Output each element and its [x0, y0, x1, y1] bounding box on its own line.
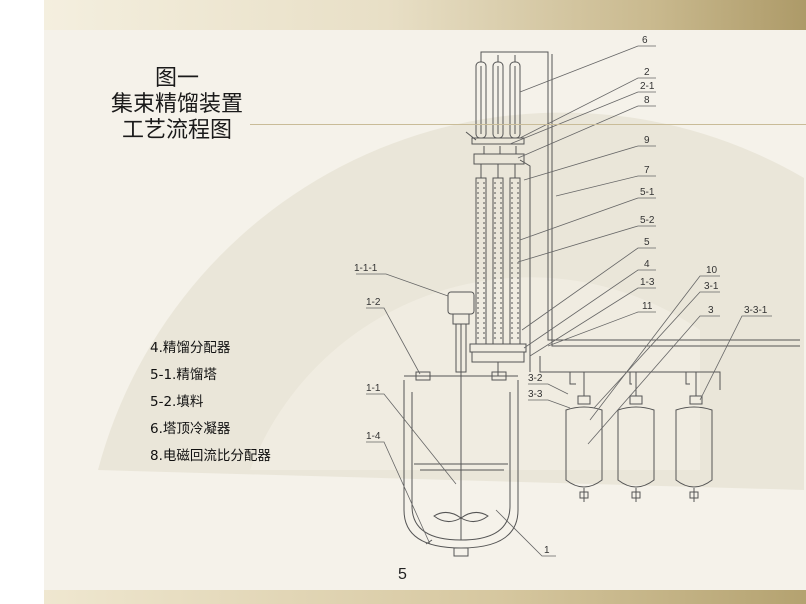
title-line-1: 图一: [154, 66, 199, 91]
callout-7: 7: [644, 165, 650, 176]
callout-3-3-1: 3-3-1: [744, 305, 768, 316]
leader-lines: [356, 45, 772, 557]
legend-item: 6.塔顶冷凝器: [150, 421, 231, 437]
callout-5-1: 5-1: [640, 187, 655, 198]
legend-item: 5-2.填料: [150, 394, 204, 410]
page-number: 5: [398, 566, 407, 583]
callout-11: 11: [642, 301, 653, 312]
left-margin-strip: [0, 0, 44, 604]
callout-2-1: 2-1: [640, 81, 655, 92]
callout-1-1-1: 1-1-1: [354, 263, 378, 274]
title-divider: [250, 124, 806, 125]
page-title: 图一 集束精馏装置 工艺流程图: [92, 66, 262, 144]
callout-2: 2: [644, 67, 650, 78]
callout-6: 6: [642, 35, 648, 46]
product-receivers: [539, 356, 721, 502]
callout-1: 1: [544, 545, 550, 556]
fan-inner: [250, 277, 700, 470]
callout-1-3: 1-3: [640, 277, 655, 288]
packed-columns: [469, 164, 527, 376]
callout-10: 10: [706, 265, 718, 276]
callout-9: 9: [644, 135, 650, 146]
top-condensers: [475, 51, 800, 347]
callout-4: 4: [644, 259, 650, 270]
reflux-splitter: [465, 131, 531, 372]
callout-8: 8: [644, 95, 650, 106]
callout-3: 3: [708, 305, 714, 316]
component-legend: 4.精馏分配器 5-1.精馏塔 5-2.填料 6.塔顶冷凝器 8.电磁回流比分配…: [150, 338, 271, 473]
callout-1-4: 1-4: [366, 431, 381, 442]
legend-item: 8.电磁回流比分配器: [150, 448, 271, 464]
bottom-decorative-band: [44, 590, 806, 604]
callout-3-2: 3-2: [528, 373, 543, 384]
callout-3-1: 3-1: [704, 281, 719, 292]
title-line-2: 集束精馏装置: [110, 92, 243, 117]
callout-1-2: 1-2: [366, 297, 381, 308]
callout-5: 5: [644, 237, 650, 248]
callout-1-1: 1-1: [366, 383, 381, 394]
callout-3-3: 3-3: [528, 389, 543, 400]
legend-item: 4.精馏分配器: [150, 340, 231, 356]
title-line-3: 工艺流程图: [121, 118, 232, 143]
top-decorative-band: [44, 0, 806, 30]
legend-item: 5-1.精馏塔: [150, 367, 217, 383]
callout-5-2: 5-2: [640, 215, 655, 226]
